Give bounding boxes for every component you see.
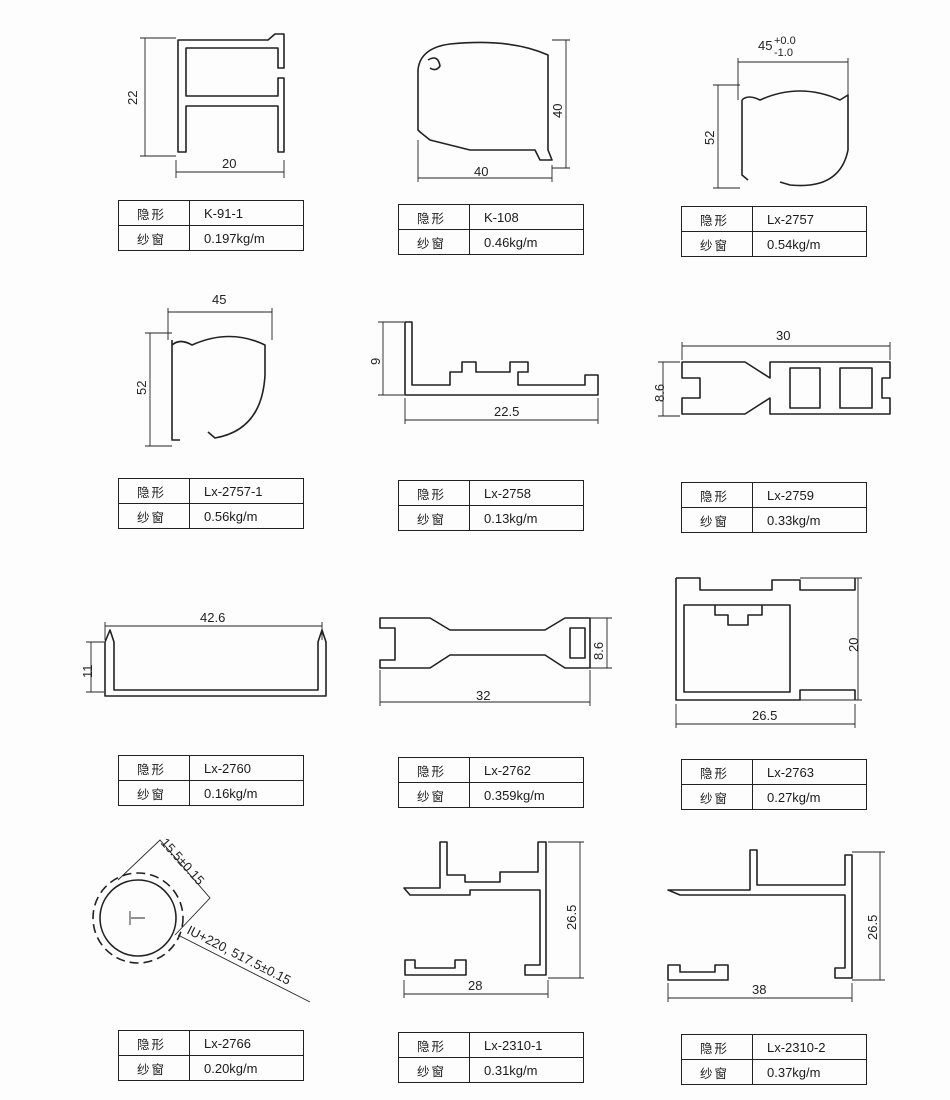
label-screen: 纱窗 (681, 1059, 753, 1085)
label-hidden: 隐形 (118, 755, 190, 781)
label-screen: 纱窗 (118, 503, 190, 529)
profile-drawing-lx-2766: 15.5±0.15 IU+220, 517.5±0.15 (92, 835, 311, 1003)
dim-width: 22.5 (494, 404, 519, 419)
dim-tol-lower: -1.0 (774, 47, 793, 59)
weight: 0.20kg/m (189, 1055, 304, 1081)
weight: 0.33kg/m (752, 507, 867, 533)
dim-height: 52 (134, 381, 149, 395)
label-screen: 纱窗 (118, 1055, 190, 1081)
dim-width: 45 (212, 292, 226, 307)
label-hidden: 隐形 (118, 478, 190, 504)
profile-drawing-k-108: 40 40 (417, 39, 570, 182)
dim-width: 32 (476, 688, 490, 703)
weight: 0.54kg/m (752, 231, 867, 257)
label-hidden: 隐形 (681, 482, 753, 508)
profile-drawing-lx-2310-1: 26.5 28 (403, 841, 584, 998)
model-code: Lx-2757 (752, 206, 867, 232)
label-hidden: 隐形 (681, 206, 753, 232)
dim-width: 20 (222, 156, 236, 171)
dim-spec: IU+220, 517.5±0.15 (185, 922, 294, 987)
weight: 0.56kg/m (189, 503, 304, 529)
weight: 0.197kg/m (189, 225, 304, 251)
dim-height: 26.5 (865, 915, 880, 940)
weight: 0.16kg/m (189, 780, 304, 806)
model-code: Lx-2758 (469, 480, 584, 506)
model-code: Lx-2759 (752, 482, 867, 508)
label-screen: 纱窗 (681, 507, 753, 533)
weight: 0.46kg/m (469, 229, 584, 255)
profile-drawing-lx-2762: 8.6 32 (379, 617, 612, 706)
label-screen: 纱窗 (681, 231, 753, 257)
label-screen: 纱窗 (398, 782, 470, 808)
model-code: Lx-2762 (469, 757, 584, 783)
weight: 0.13kg/m (469, 505, 584, 531)
dim-diameter: 15.5±0.15 (158, 835, 208, 888)
dim-height: 22 (125, 91, 140, 105)
profile-drawing-lx-2757: 45 +0.0 -1.0 52 (702, 35, 849, 189)
dim-width: 26.5 (752, 708, 777, 723)
dim-width: 40 (474, 164, 488, 179)
dim-height: 9 (368, 358, 383, 365)
label-hidden: 隐形 (398, 1032, 470, 1058)
dim-height: 26.5 (564, 905, 579, 930)
label-hidden: 隐形 (398, 480, 470, 506)
label-hidden: 隐形 (398, 757, 470, 783)
label-hidden: 隐形 (118, 200, 190, 226)
profile-drawing-lx-2310-2: 26.5 38 (667, 849, 885, 1002)
weight: 0.359kg/m (469, 782, 584, 808)
model-code: Lx-2763 (752, 759, 867, 785)
model-code: Lx-2760 (189, 755, 304, 781)
label-screen: 纱窗 (398, 505, 470, 531)
label-screen: 纱窗 (398, 1057, 470, 1083)
profile-drawing-lx-2757-1: 45 52 (134, 292, 273, 447)
dim-height: 52 (702, 131, 717, 145)
dim-height: 11 (80, 665, 95, 679)
model-code: Lx-2757-1 (189, 478, 304, 504)
dim-tol-upper: +0.0 (774, 35, 796, 47)
label-hidden: 隐形 (398, 204, 470, 230)
label-hidden: 隐形 (681, 759, 753, 785)
profile-drawing-lx-2763: 20 26.5 (675, 577, 862, 728)
label-screen: 纱窗 (398, 229, 470, 255)
profile-drawing-lx-2758: 9 22.5 (368, 321, 599, 424)
dim-width: 42.6 (200, 610, 225, 625)
profile-drawing-lx-2760: 42.6 11 (80, 610, 327, 697)
weight: 0.27kg/m (752, 784, 867, 810)
label-screen: 纱窗 (681, 784, 753, 810)
dim-width: 30 (776, 328, 790, 343)
profile-drawing-k-91-1: 22 20 (125, 33, 285, 178)
model-code: K-108 (469, 204, 584, 230)
dim-width: 38 (752, 982, 766, 997)
model-code: Lx-2310-2 (752, 1034, 867, 1060)
label-screen: 纱窗 (118, 780, 190, 806)
weight: 0.37kg/m (752, 1059, 867, 1085)
dim-height: 40 (550, 104, 565, 118)
profile-drawing-lx-2759: 30 8.6 (652, 328, 891, 417)
model-code: Lx-2766 (189, 1030, 304, 1056)
model-code: Lx-2310-1 (469, 1032, 584, 1058)
label-hidden: 隐形 (118, 1030, 190, 1056)
model-code: K-91-1 (189, 200, 304, 226)
dim-height: 8.6 (652, 384, 667, 402)
dim-height: 20 (846, 638, 861, 652)
label-hidden: 隐形 (681, 1034, 753, 1060)
label-screen: 纱窗 (118, 225, 190, 251)
dim-width: 28 (468, 978, 482, 993)
dim-width: 45 (758, 38, 772, 53)
weight: 0.31kg/m (469, 1057, 584, 1083)
dim-height: 8.6 (591, 642, 606, 660)
